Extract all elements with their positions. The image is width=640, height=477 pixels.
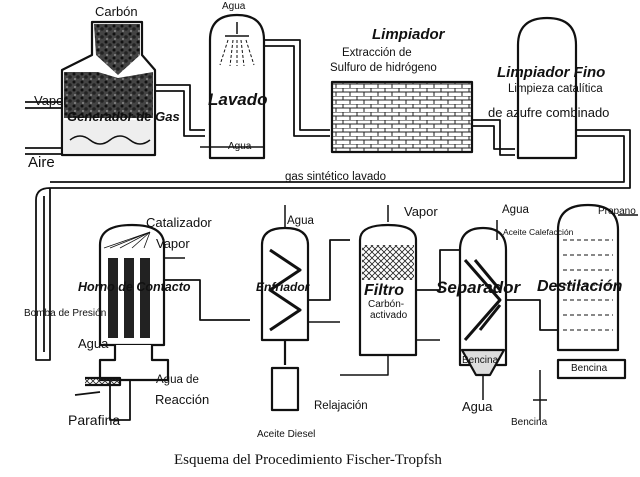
reaction-water-label-2: Reacción xyxy=(155,392,210,407)
syngas-label: gas sintético lavado xyxy=(285,171,387,183)
furnace-water-label: Agua xyxy=(78,336,109,351)
air-label: Aire xyxy=(28,154,55,171)
cooler-water-label: Agua xyxy=(287,215,314,227)
activated-carbon-1: Carbón- xyxy=(368,299,405,310)
fine-cleaner-label: Limpiador Fino xyxy=(497,64,606,81)
fine-cleaner-desc-2: de azufre combinado xyxy=(488,105,610,120)
furnace-label: Horno de Contacto xyxy=(78,280,191,294)
cooler xyxy=(260,205,350,412)
separator-label: Separador xyxy=(436,278,521,297)
cooler-label: Enfriador xyxy=(256,280,310,294)
generator-label: Generador de Gas xyxy=(67,109,180,124)
steam-generator-label: Vapor xyxy=(34,93,68,108)
separator-bottom-water-label: Agua xyxy=(462,399,493,414)
heating-oil-label: Aceite Calefacción xyxy=(503,227,574,237)
reaction-water-label-1: Agua de xyxy=(156,374,199,386)
separator-water-label: Agua xyxy=(502,204,529,216)
gasoline-out-label: Bencina xyxy=(511,417,548,428)
carbon-label: Carbón xyxy=(95,4,138,19)
catalyst-label: Catalizador xyxy=(146,215,212,230)
cleaner xyxy=(330,80,515,156)
diesel-label: Aceite Diesel xyxy=(257,429,316,440)
washer xyxy=(200,13,330,160)
activated-carbon-2: activado xyxy=(370,310,408,321)
cleaner-label: Limpiador xyxy=(372,26,445,43)
distillation-gasoline-label: Bencina xyxy=(571,363,608,374)
distillation-label: Destilación xyxy=(537,278,623,295)
filter xyxy=(340,205,460,376)
steam-furnace-label: Vapor xyxy=(156,236,190,251)
separator-gasoline-label: Bencina xyxy=(462,355,499,366)
washer-water-label: Agua xyxy=(228,141,252,152)
filter-label: Filtro xyxy=(364,282,404,299)
relaxation-label: Relajación xyxy=(314,400,368,412)
diagram-title: Esquema del Procedimiento Fischer-Tropfs… xyxy=(174,452,442,468)
return-pipe xyxy=(35,187,51,361)
fine-cleaner xyxy=(50,16,631,189)
paraffin-label: Parafina xyxy=(68,412,121,428)
washer-label: Lavado xyxy=(208,90,268,109)
gas-generator xyxy=(25,20,205,157)
water-wash-label: Agua xyxy=(222,1,246,12)
fine-cleaner-desc-1: Limpieza catalítica xyxy=(508,83,603,95)
separator xyxy=(458,220,508,400)
steam-filter-label: Vapor xyxy=(404,204,438,219)
propane-label: Propano xyxy=(598,206,636,217)
contact-furnace xyxy=(74,223,250,421)
cleaner-desc-2: Sulfuro de hidrógeno xyxy=(330,62,437,74)
pressure-pump-label: Bomba de Presión xyxy=(24,308,107,319)
distillation-column xyxy=(506,203,638,420)
cleaner-desc-1: Extracción de xyxy=(342,47,412,59)
